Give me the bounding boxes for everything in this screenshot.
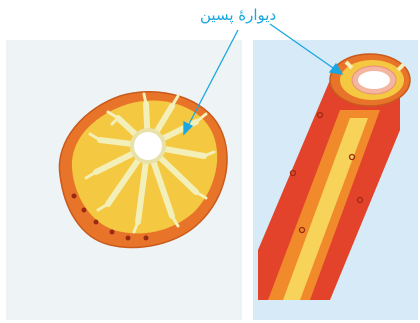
vessel-element — [258, 54, 410, 300]
secondary-wall-label: دیوارهٔ پسین — [200, 6, 276, 24]
sclereid-cell — [59, 92, 227, 248]
cell-lumen — [132, 130, 164, 162]
vessel-lumen — [358, 71, 390, 89]
